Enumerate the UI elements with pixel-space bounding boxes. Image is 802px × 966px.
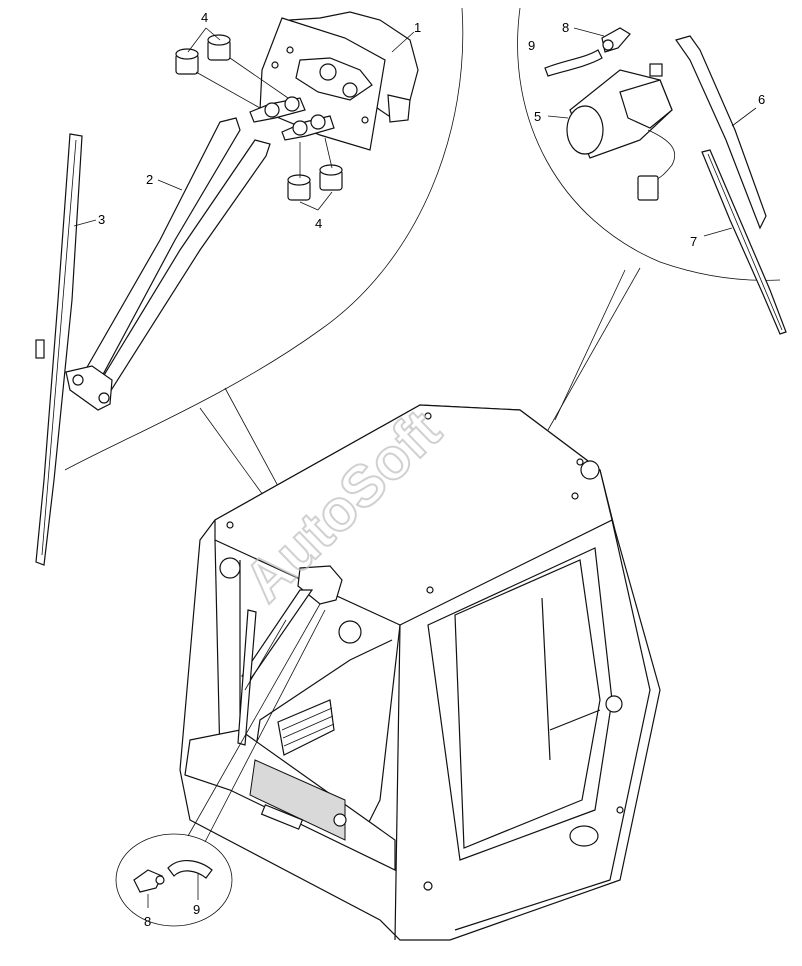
bushings-bottom [287,164,343,201]
front-wiper-detail-bubble [64,7,464,471]
callout-2: 2 [146,172,153,187]
rear-bubble-leader-b [547,267,641,431]
callout-8-bottom: 8 [144,914,151,929]
dashboard-panel [249,759,346,841]
cab-body [179,404,661,941]
callout-6: 6 [758,92,765,107]
rear-bubble-leader-a [554,269,626,421]
spindle-shafts [249,96,335,141]
callout-3: 3 [98,212,105,227]
callout-8-top: 8 [562,20,569,35]
front-wiper-arms [65,117,271,411]
callout-4-top: 4 [201,10,208,25]
rear-wiper-blade [701,149,787,335]
washer-detail-bubble [115,603,326,927]
rear-wiper-arm [675,35,767,230]
front-wiper-motor-assembly [259,11,419,151]
callout-9-top: 9 [528,38,535,53]
callout-4-bottom: 4 [315,216,322,231]
callout-5: 5 [534,109,541,124]
callout-9-bottom: 9 [193,902,200,917]
washer-nozzle-top [601,27,631,53]
rear-wiper-motor [566,63,676,201]
bushings-top [175,34,231,75]
front-wiper-blade [35,133,83,566]
rear-wiper-detail-bubble [517,7,781,281]
callout-7: 7 [690,234,697,249]
washer-hose-top [544,49,603,77]
callout-1: 1 [414,20,421,35]
